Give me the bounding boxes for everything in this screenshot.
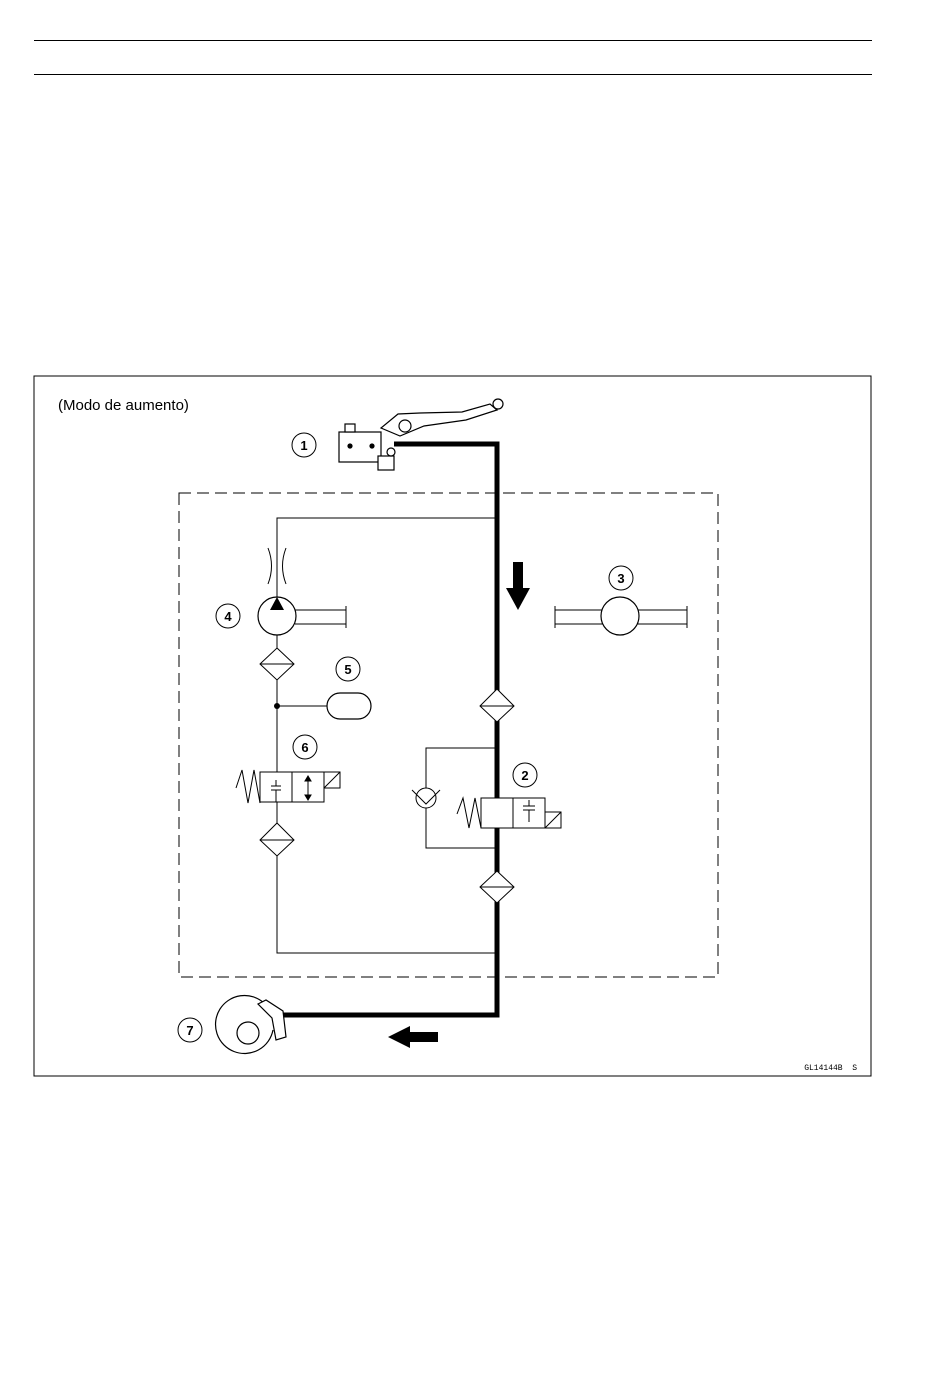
fluid-flow-path	[277, 444, 497, 1015]
check-valve	[412, 788, 440, 808]
hydraulic-lines	[277, 518, 497, 953]
svg-text:5: 5	[344, 662, 351, 677]
figure-frame	[34, 376, 871, 1076]
callout-6: 6	[293, 735, 317, 759]
brake-caliper	[216, 995, 286, 1053]
mode-label: (Modo de aumento)	[58, 397, 189, 414]
callout-3: 3	[609, 566, 633, 590]
svg-text:1: 1	[300, 438, 307, 453]
callout-4: 4	[216, 604, 240, 628]
callout-5: 5	[336, 657, 360, 681]
flow-arrow-down	[506, 562, 530, 610]
pump-motor	[555, 597, 687, 635]
modulator-housing	[179, 493, 718, 977]
pump	[258, 597, 346, 635]
svg-text:4: 4	[224, 609, 232, 624]
outlet-solenoid-valve	[236, 770, 340, 803]
inlet-solenoid-valve	[457, 798, 561, 828]
flow-arrow-left	[388, 1026, 438, 1048]
callout-7: 7	[178, 1018, 202, 1042]
callout-1: 1	[292, 433, 316, 457]
svg-text:3: 3	[617, 571, 624, 586]
svg-text:7: 7	[186, 1023, 193, 1038]
figure-code: GL14144B S	[804, 1064, 857, 1073]
master-cylinder	[339, 399, 503, 470]
svg-text:2: 2	[521, 768, 528, 783]
callout-2: 2	[513, 763, 537, 787]
svg-text:6: 6	[301, 740, 308, 755]
